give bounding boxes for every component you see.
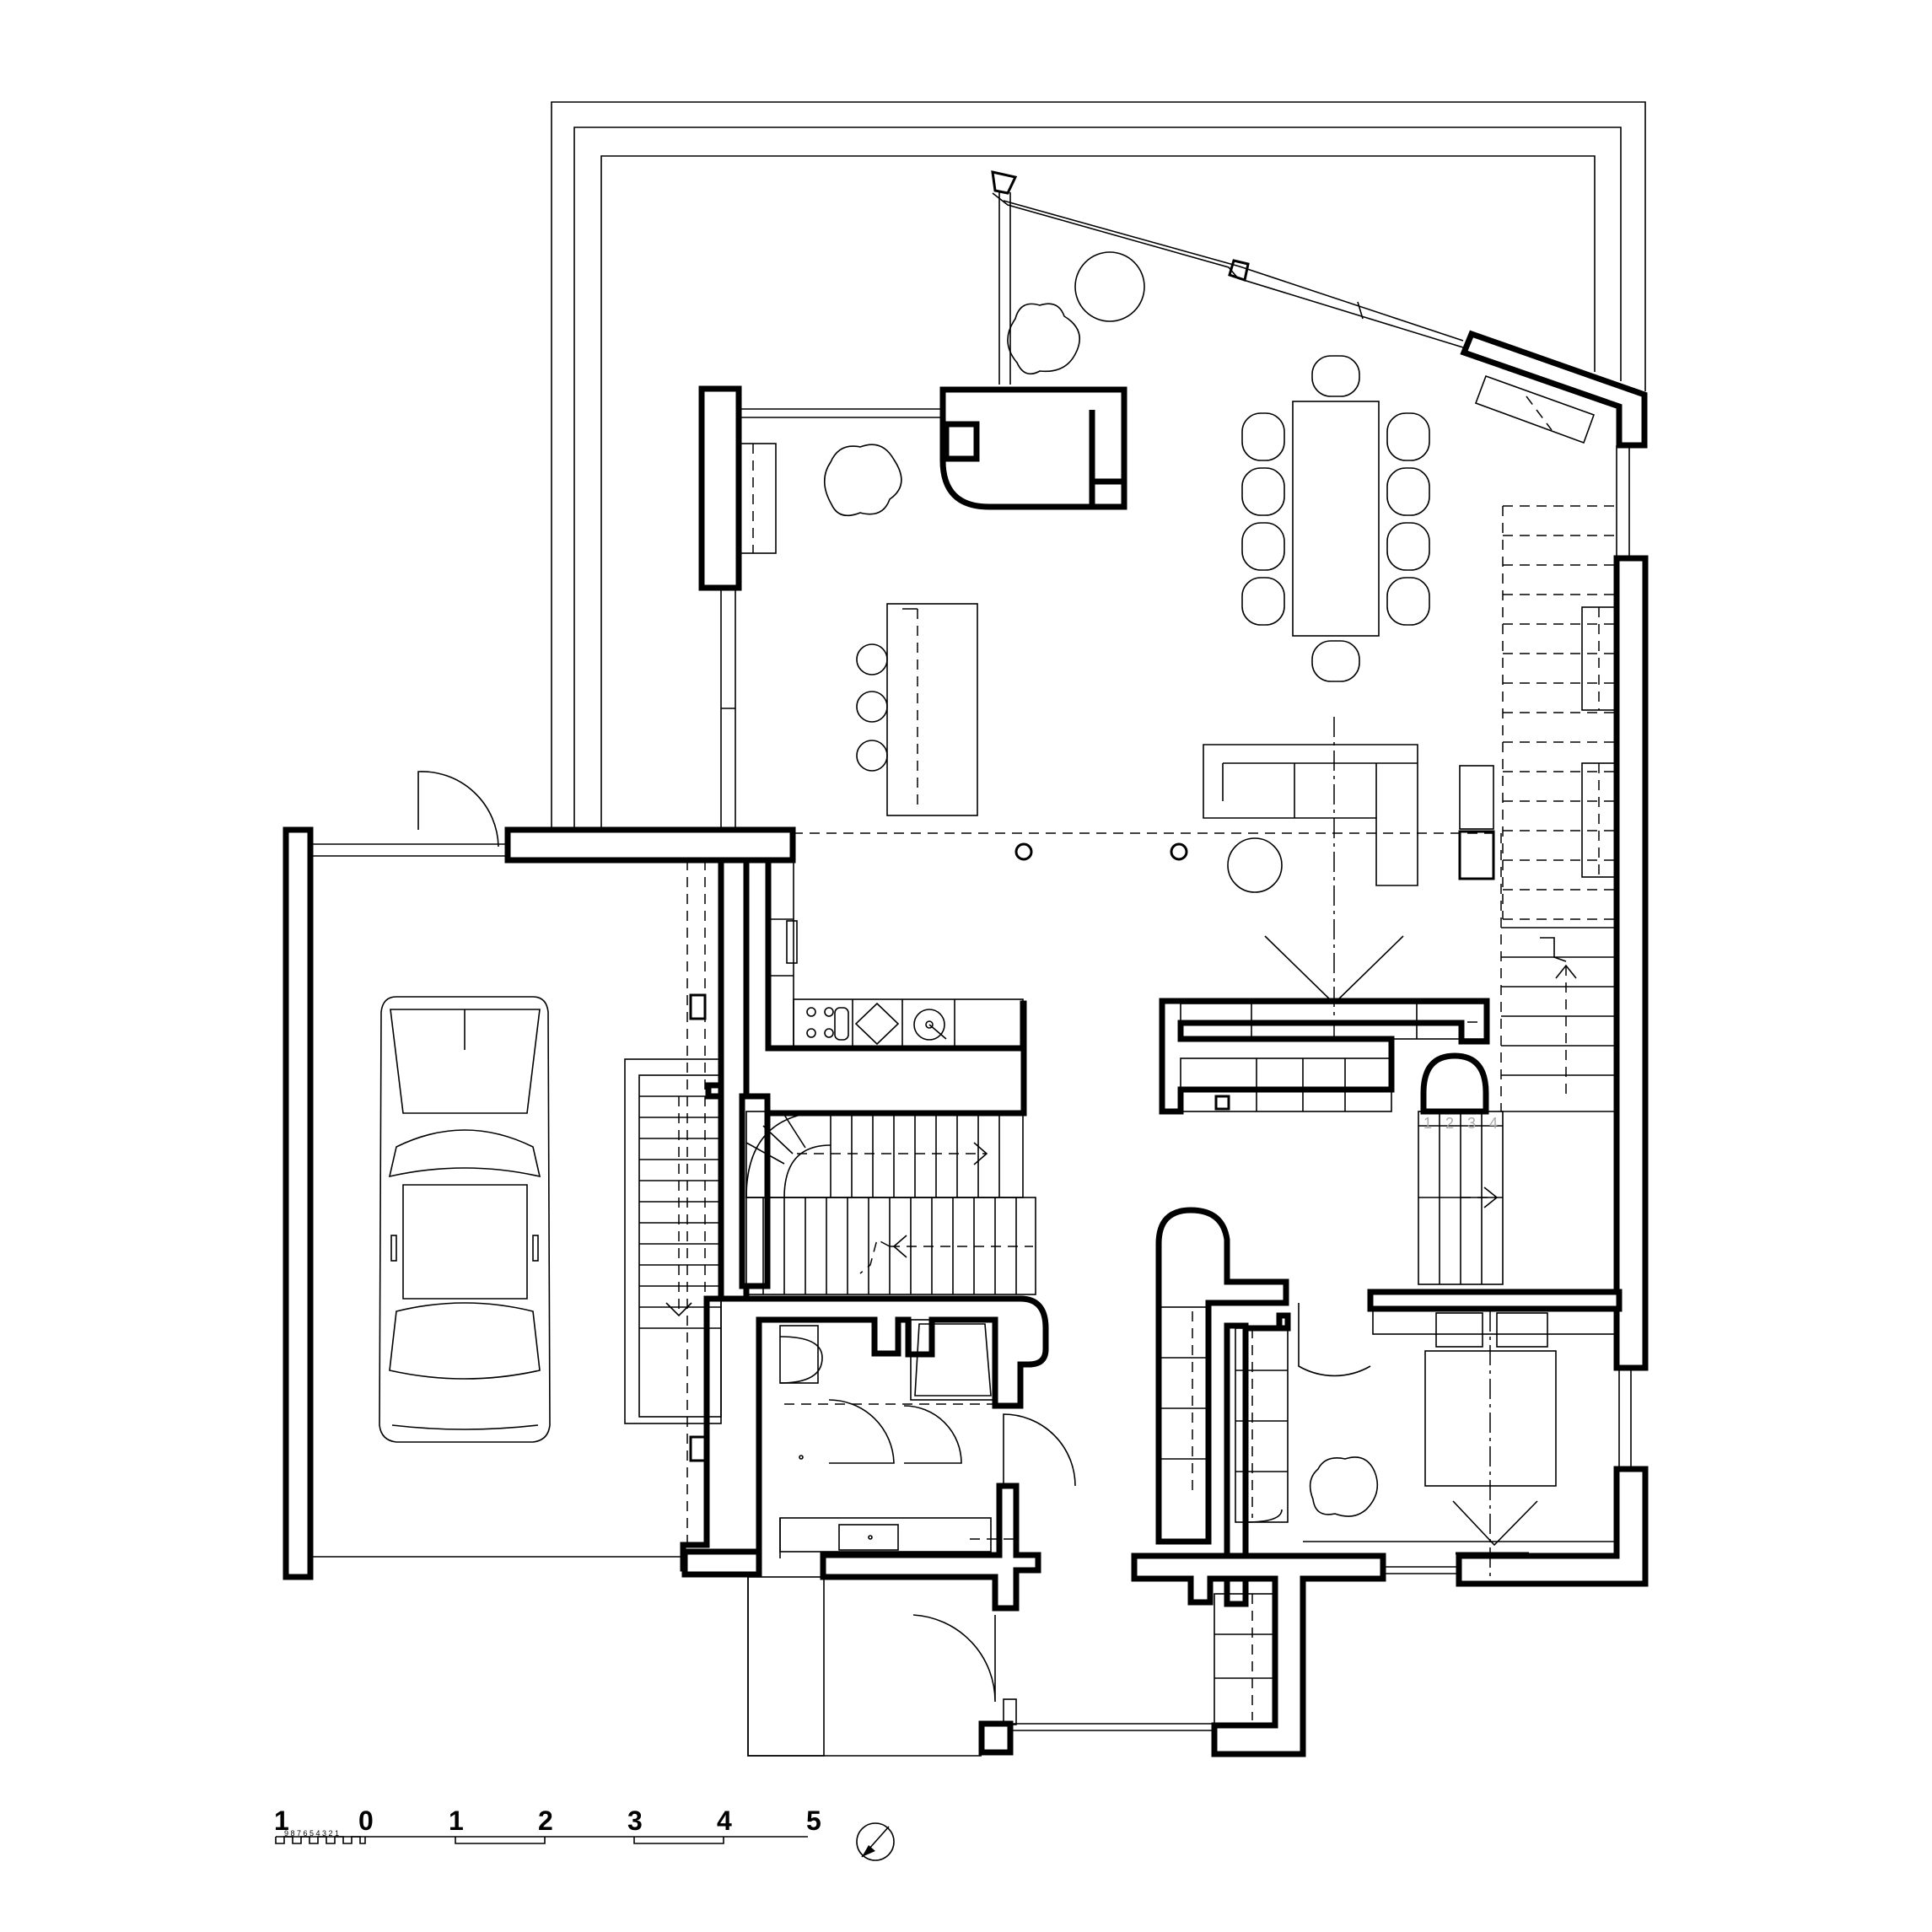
living-dining (720, 170, 1630, 1112)
walls (283, 330, 1649, 1757)
scale-label: 2 (538, 1806, 553, 1836)
stair-step-number: 2 (1445, 1115, 1454, 1132)
scale-bar: 1 9 8 7 6 5 4 3 2 1 0 1 2 3 4 5 (274, 1806, 821, 1844)
scale-label: 4 (717, 1806, 732, 1836)
scale-label: 5 (806, 1806, 821, 1836)
entry-wardrobe (1214, 1593, 1276, 1725)
north-arrow-icon (856, 1822, 895, 1861)
stair-step-number: 3 (1467, 1115, 1476, 1132)
scale-label: 3 (627, 1806, 643, 1836)
bathroom (779, 1319, 1076, 1558)
car-icon (379, 996, 551, 1443)
terrace-outline (551, 101, 1646, 828)
entry (747, 1576, 1214, 1757)
staircase (745, 1111, 1036, 1295)
scale-label: 1 (274, 1806, 289, 1836)
scale-label: 0 (358, 1806, 374, 1836)
bedroom (1158, 1303, 1632, 1585)
stair-step-number: 4 (1489, 1115, 1498, 1132)
garage (310, 771, 722, 1558)
dining-chairs (1241, 355, 1430, 682)
scale-label: 1 (449, 1806, 464, 1836)
stair-step-number: 1 (1423, 1115, 1432, 1132)
east-staircase: 1 2 3 4 (1418, 505, 1617, 1285)
kitchen (767, 859, 1024, 1049)
scale-sub-label: 9 8 7 6 5 4 3 2 1 (284, 1829, 339, 1838)
